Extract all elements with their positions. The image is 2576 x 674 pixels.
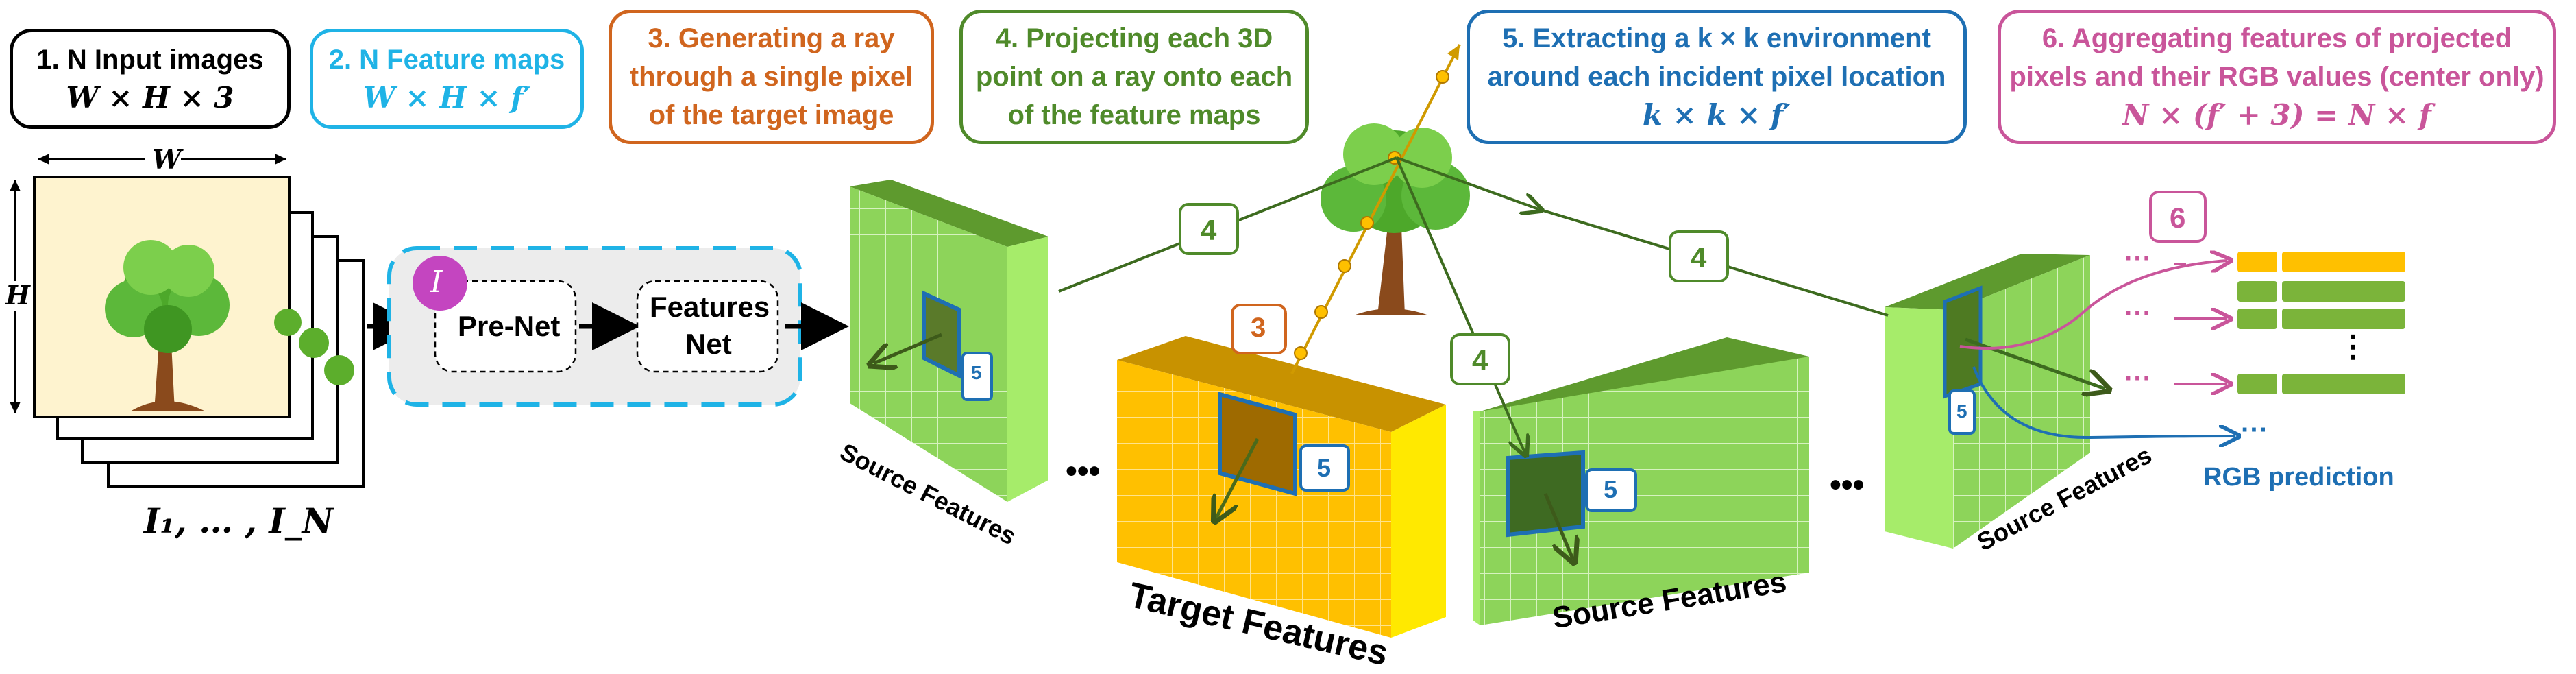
badge-5-left: 5: [971, 362, 982, 383]
badge-3: 3: [1251, 313, 1266, 343]
step4-line1: 4. Projecting each 3D: [995, 23, 1273, 53]
source-feature-map-middle: [1473, 337, 1809, 625]
step1-title: 1. N Input images: [36, 45, 264, 75]
step2-title: 2. N Feature maps: [328, 45, 565, 75]
badge-4-left: 4: [1201, 214, 1217, 246]
step6-dims: N × (f′ + 3) = N × f: [2122, 98, 2431, 132]
step5-line2: around each incident pixel location: [1487, 62, 1946, 92]
badge-5-target: 5: [1317, 454, 1332, 482]
prenet-block: [434, 280, 577, 373]
dots-row-2: ···: [2124, 298, 2152, 328]
badge-6-box: [2149, 191, 2207, 243]
badge-4-right: 4: [1691, 241, 1707, 274]
ellipsis-left: •••: [1066, 453, 1101, 490]
dots-row-1: ···: [2124, 243, 2152, 274]
step5-box: 5. Extracting a k × k environment around…: [1467, 10, 1967, 144]
aggregated-feature-rows: [2237, 252, 2405, 394]
step5-dims: k × k × f′: [1642, 98, 1791, 132]
step2-box: 2. N Feature maps W × H × f′: [310, 29, 584, 129]
step4-line2: point on a ray onto each: [975, 62, 1293, 92]
step6-line1: 6. Aggregating features of projected: [2041, 23, 2512, 53]
source-feature-map-right: [1885, 254, 2090, 549]
badge-4-right-box: [1669, 230, 1729, 282]
badge-4-mid-box: [1450, 333, 1510, 385]
ellipsis-right: •••: [1830, 467, 1865, 503]
step6-box: 6. Aggregating features of projected pix…: [1998, 10, 2556, 144]
step3-box: 3. Generating a ray through a single pix…: [609, 10, 934, 144]
target-feature-map: [1117, 336, 1446, 638]
badge-4-mid: 4: [1472, 344, 1488, 376]
input-badge-circle: [413, 256, 467, 311]
step4-line3: of the feature maps: [1007, 100, 1261, 130]
badge-5-middle: 5: [1604, 475, 1618, 503]
source-feature-map-left: [850, 180, 1048, 502]
features-net-block: [636, 280, 779, 373]
badge-5-right: 5: [1956, 400, 1967, 422]
tree-image-icon: [105, 240, 230, 411]
step5-line1: 5. Extracting a k × k environment: [1502, 23, 1931, 53]
step3-line3: of the target image: [648, 100, 894, 130]
step6-line2: pixels and their RGB values (center only…: [2009, 62, 2544, 92]
height-dimension: [3, 180, 27, 413]
badge-3-box: [1231, 304, 1287, 354]
height-label: H: [5, 280, 30, 311]
aggregation-arrows: [1959, 261, 2235, 437]
dots-row-3: ···: [2124, 363, 2152, 394]
step1-box: 1. N Input images W × H × 3: [10, 29, 291, 129]
step2-dims: W × H × f′: [363, 81, 531, 115]
badge-4-left-box: [1179, 203, 1239, 255]
input-badge: I: [430, 265, 443, 300]
prenet-label: Pre-Net: [458, 310, 561, 342]
width-dimension: [38, 145, 286, 173]
rgb-prediction-label: RGB prediction: [2203, 463, 2394, 492]
step1-dims: W × H × 3: [66, 81, 234, 115]
width-label: W: [152, 144, 182, 175]
vertical-dots: ⋮: [2338, 330, 2368, 363]
badge-6: 6: [2170, 202, 2186, 234]
input-images-caption: I₁, … , I_N: [144, 501, 334, 541]
step3-line1: 3. Generating a ray: [648, 23, 895, 53]
features-net-label-1: Features: [650, 291, 770, 323]
step4-box: 4. Projecting each 3D point on a ray ont…: [959, 10, 1309, 144]
features-net-label-2: Net: [685, 328, 732, 360]
rgb-dots: ···: [2241, 415, 2268, 445]
step3-line2: through a single pixel: [629, 62, 913, 92]
